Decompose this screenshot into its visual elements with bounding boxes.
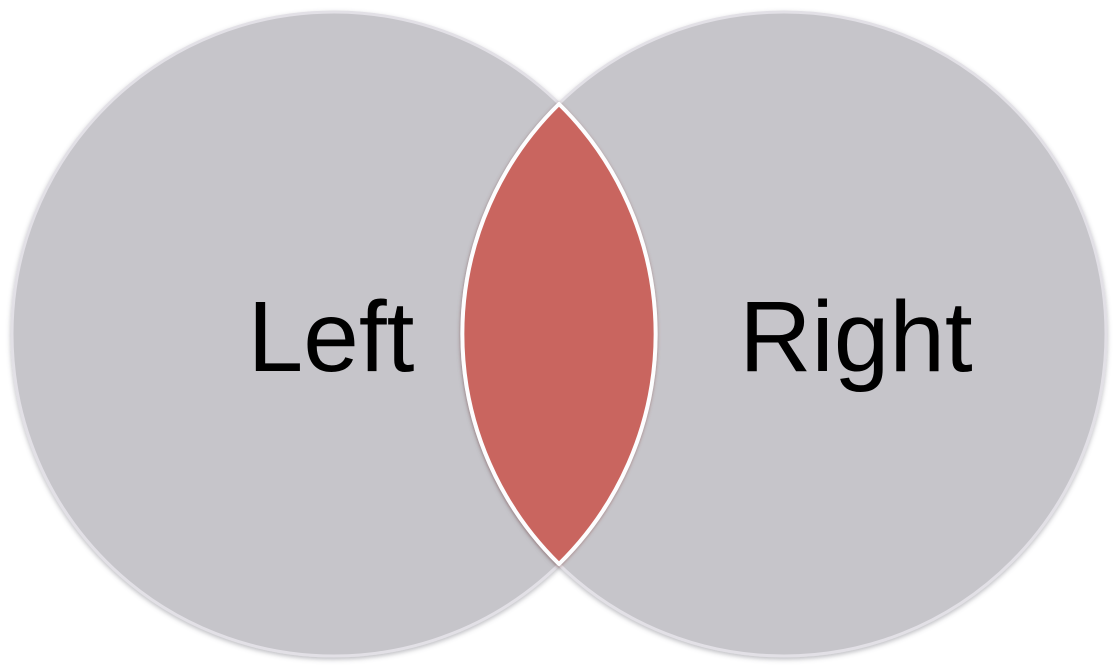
right-set-label: Right — [739, 281, 973, 393]
left-set-label: Left — [248, 281, 415, 393]
intersection-lens — [460, 102, 658, 566]
